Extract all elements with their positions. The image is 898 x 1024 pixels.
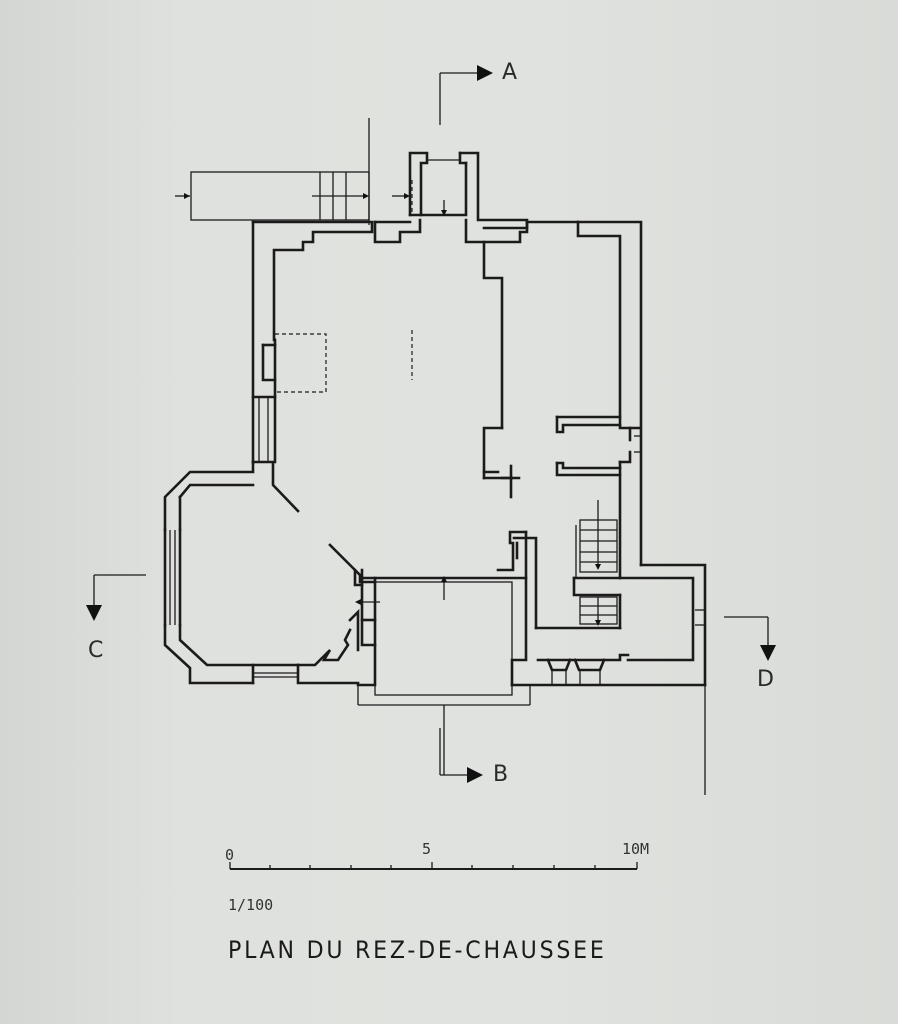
- section-marker-a: [439, 65, 493, 125]
- staircase: [575, 500, 618, 626]
- entrance-steps: [175, 118, 410, 225]
- section-marker-b: [439, 705, 483, 783]
- scale-tick-0: 0: [225, 846, 235, 864]
- scale-ratio: 1/100: [228, 896, 274, 914]
- central-room: [356, 530, 707, 706]
- bay-doors: [328, 543, 380, 652]
- section-label-c: C: [88, 638, 105, 663]
- scale-tick-5: 5: [422, 840, 432, 858]
- section-label-a: A: [502, 60, 519, 85]
- right-rooms: [555, 415, 707, 795]
- section-marker-d: [724, 616, 776, 661]
- scale-bar: [229, 862, 638, 870]
- dashed-cupboard: [274, 333, 327, 393]
- fixtures: [536, 653, 630, 685]
- outer-walls: [163, 218, 643, 685]
- section-label-d: D: [757, 667, 775, 692]
- section-marker-c: [86, 574, 146, 621]
- section-label-b: B: [493, 762, 510, 787]
- plan-title: PLAN DU REZ-DE-CHAUSSEE: [228, 936, 607, 964]
- vestibule: [408, 151, 529, 230]
- scale-tick-10m: 10M: [622, 840, 650, 858]
